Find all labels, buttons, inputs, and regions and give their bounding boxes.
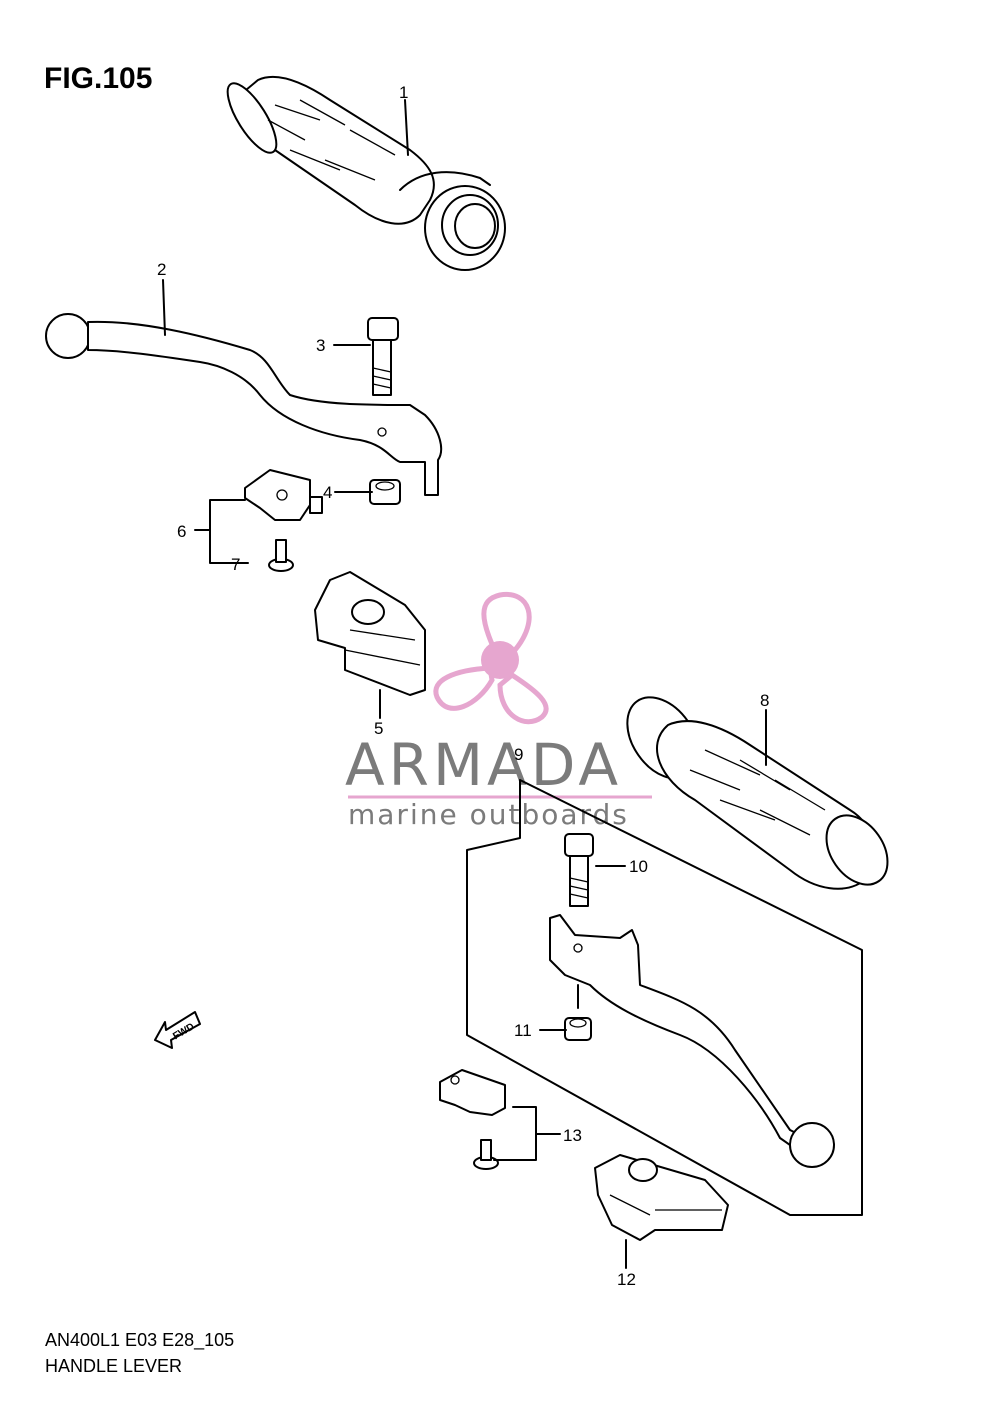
lever-holder-lower: [594, 1154, 729, 1241]
callout-11: 11: [514, 1021, 532, 1040]
callout-9: 9: [514, 745, 523, 764]
switch-screw-upper: [268, 539, 294, 572]
armada-watermark: ARMADA marine outboards: [345, 591, 652, 831]
callout-labels: 1 2 3 4 5 6 7 8 9 10 11 12 13: [157, 83, 769, 1289]
nut-upper: [369, 479, 401, 505]
figure-title: FIG.105: [44, 62, 153, 95]
callout-10: 10: [629, 857, 648, 876]
propeller-logo: [433, 591, 549, 725]
callout-6: 6: [177, 522, 186, 541]
throttle-grip: [226, 76, 506, 271]
brake-switch-lower: [439, 1069, 506, 1116]
assembly-box: [466, 779, 863, 1216]
rear-brake-lever: [549, 914, 835, 1168]
watermark-brand: ARMADA: [345, 731, 622, 799]
callout-12: 12: [617, 1270, 636, 1289]
callout-3: 3: [316, 336, 325, 355]
callout-13: 13: [563, 1126, 582, 1145]
callout-7: 7: [231, 555, 240, 574]
callout-5: 5: [374, 719, 383, 738]
callout-4: 4: [323, 483, 332, 502]
pivot-bolt-upper: [367, 317, 399, 396]
leader-lines: [162, 99, 767, 1269]
lever-holder-upper: [314, 571, 426, 696]
brake-switch-upper: [244, 469, 323, 521]
diagram-name: HANDLE LEVER: [45, 1356, 183, 1376]
nut-lower: [564, 1017, 592, 1041]
callout-1: 1: [399, 83, 408, 102]
watermark-tagline: marine outboards: [348, 798, 629, 831]
callout-2: 2: [157, 260, 166, 279]
callout-8: 8: [760, 691, 769, 710]
right-grip: [626, 696, 889, 890]
diagram-code: AN400L1 E03 E28_105: [45, 1330, 235, 1350]
front-brake-lever: [45, 313, 443, 496]
pivot-bolt-lower: [564, 833, 594, 907]
switch-screw-lower: [473, 1139, 499, 1170]
fwd-arrow-icon: FWD: [154, 1011, 201, 1049]
